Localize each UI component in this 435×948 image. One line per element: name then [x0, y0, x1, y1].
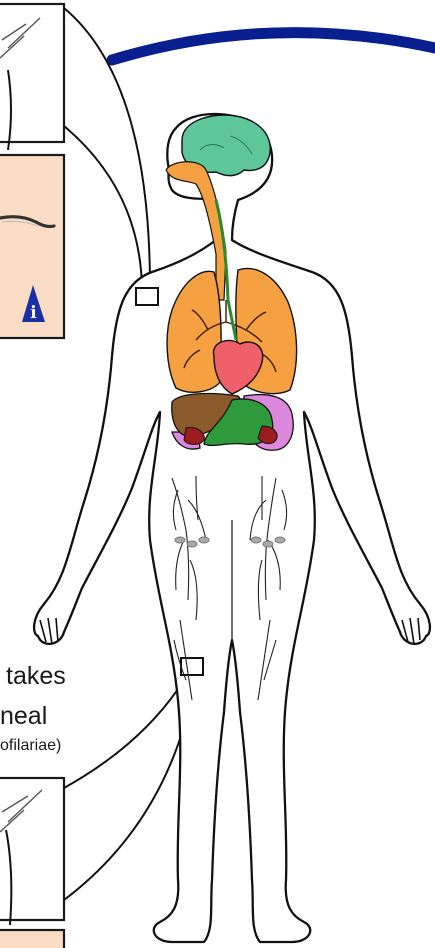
bite-site-shoulder [136, 288, 158, 305]
caption-line-1: takes [6, 662, 66, 691]
panel-microfilaria-top: i [0, 155, 64, 338]
bite-site-thigh [181, 658, 203, 675]
cycle-arc [112, 33, 435, 60]
caption-line-2: neal [0, 702, 47, 731]
caption-line-3: ofilariae) [0, 737, 61, 755]
panel-mosquito-bite-bottom [0, 778, 64, 925]
panel-mosquito-bite-top [0, 4, 64, 150]
panel-microfilaria-bottom [0, 930, 64, 948]
svg-text:i: i [30, 303, 37, 323]
